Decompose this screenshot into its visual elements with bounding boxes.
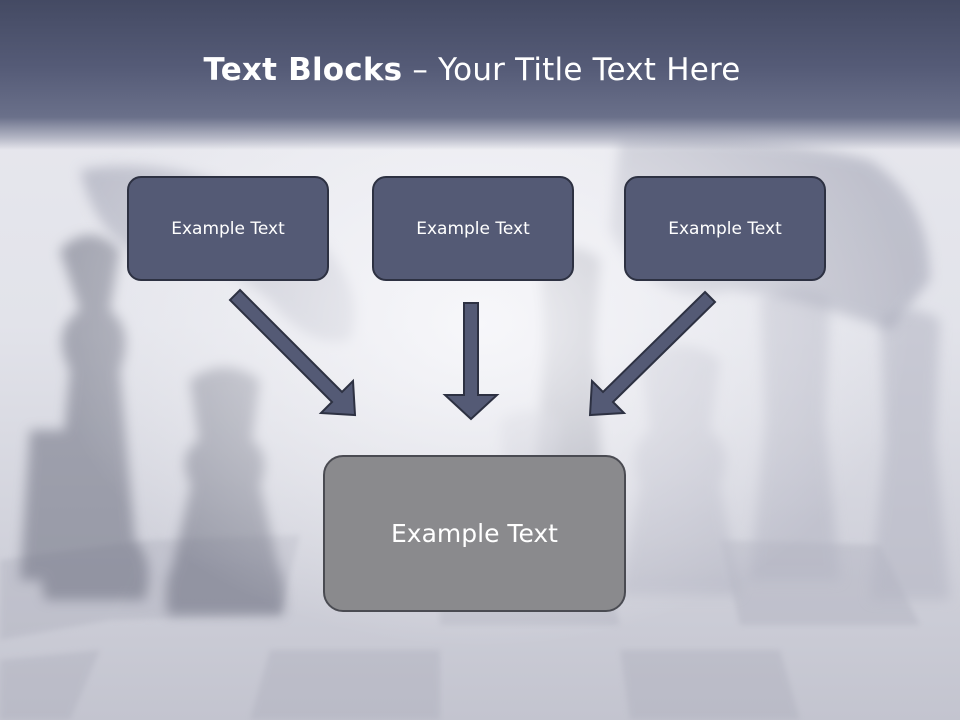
arrow-left-diagonal	[228, 288, 357, 417]
title-band	[0, 0, 960, 150]
arrow-center-down	[442, 302, 500, 421]
text-block-bottom-label: Example Text	[391, 519, 558, 548]
text-block-right-label: Example Text	[668, 218, 782, 239]
text-block-left: Example Text	[127, 176, 329, 281]
title-rest: – Your Title Text Here	[402, 52, 741, 88]
arrow-right-diagonal	[588, 290, 717, 417]
text-block-center-label: Example Text	[416, 218, 530, 239]
slide-title: Text Blocks – Your Title Text Here	[0, 52, 944, 88]
text-block-left-label: Example Text	[171, 218, 285, 239]
text-block-center: Example Text	[372, 176, 574, 281]
text-block-right: Example Text	[624, 176, 826, 281]
text-block-bottom: Example Text	[323, 455, 626, 612]
title-bold: Text Blocks	[203, 52, 403, 88]
